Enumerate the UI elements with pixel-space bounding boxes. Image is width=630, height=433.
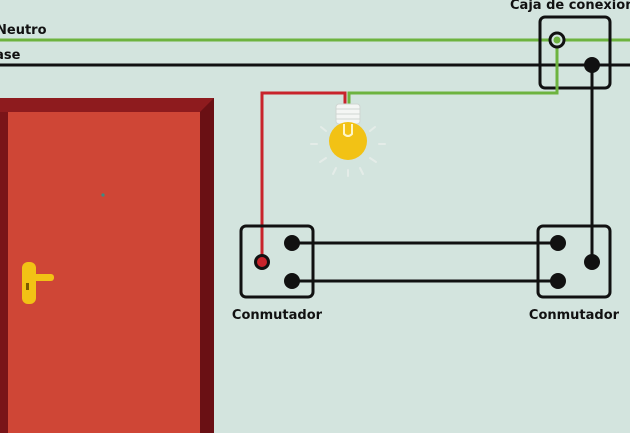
right-switch-label: Conmutador: [529, 308, 620, 323]
left-switch-terminal-top: [284, 235, 300, 251]
phase-label: Fase: [0, 48, 21, 63]
light-bulb-icon: [310, 103, 386, 177]
lamp-return-wire: [260, 91, 347, 262]
door-icon: [0, 98, 214, 433]
left-switch-terminal-bottom: [284, 273, 300, 289]
left-switch-common-terminal: [254, 254, 270, 270]
right-switch-terminal-top: [550, 235, 566, 251]
lamp-neutral-wire: [347, 40, 559, 106]
left-switch: [239, 224, 315, 299]
junction-phase-terminal: [584, 57, 600, 73]
junction-box: [538, 15, 612, 90]
left-switch-label: Conmutador: [232, 308, 323, 323]
neutral-label: Neutro: [0, 23, 47, 38]
junction-box-label: Caja de conexiones: [510, 0, 630, 13]
right-switch: [536, 224, 612, 299]
right-switch-common-terminal: [584, 254, 600, 270]
right-switch-terminal-bottom: [550, 273, 566, 289]
